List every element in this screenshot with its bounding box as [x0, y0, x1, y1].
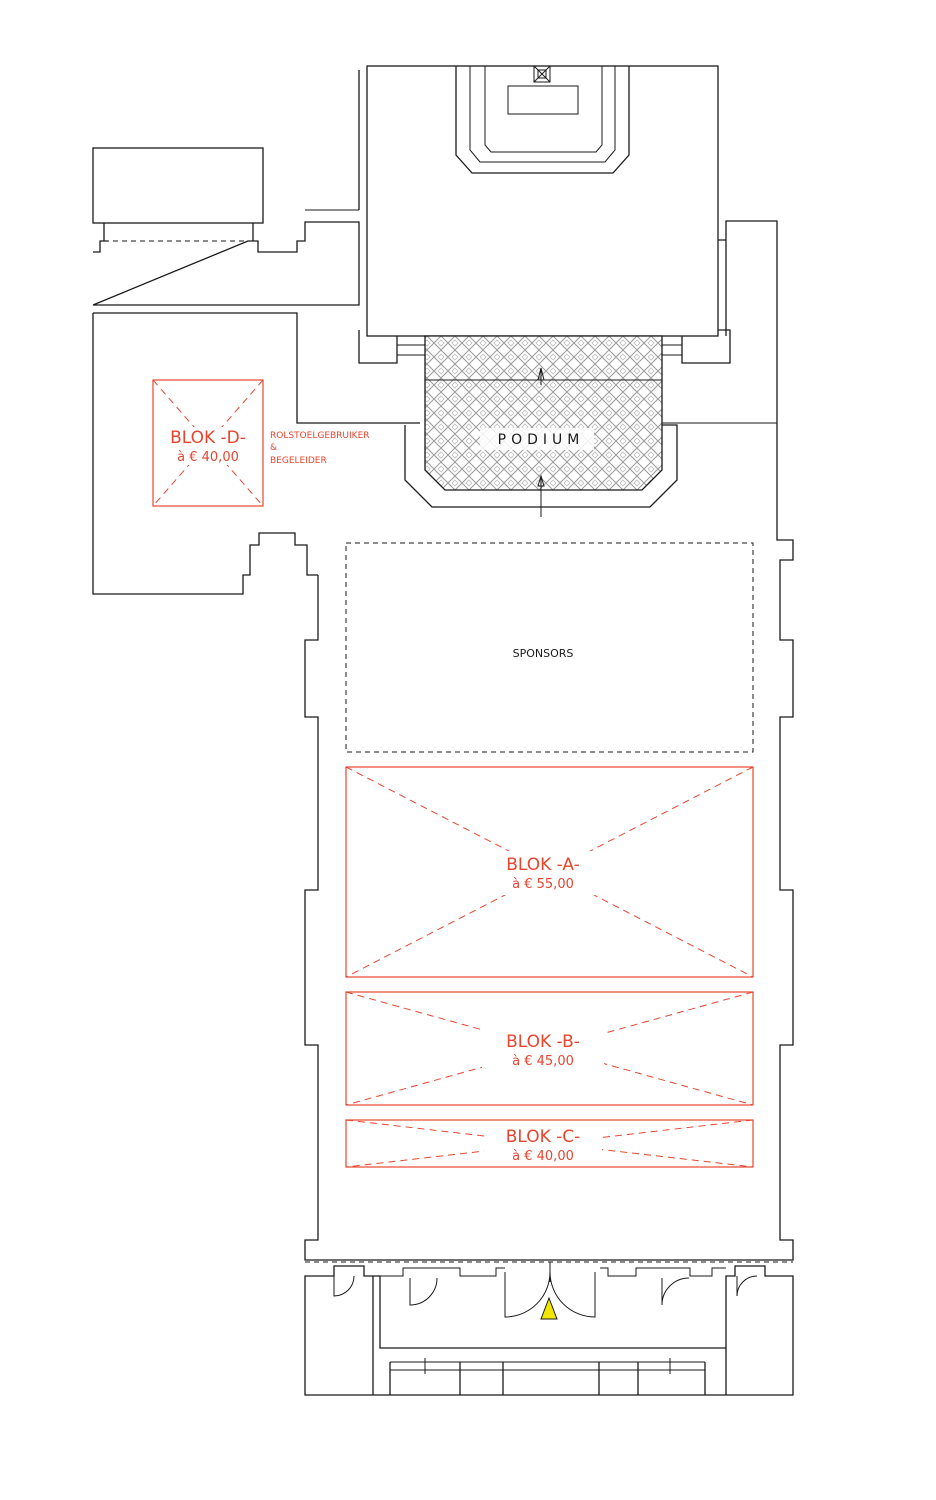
entrance-foyer — [304, 1261, 794, 1396]
block-c[interactable]: BLOK -C- à € 40,00 — [345, 1119, 754, 1168]
wheelchair-note-line1: ROLSTOELGEBRUIKER — [270, 431, 370, 441]
block-b[interactable]: BLOK -B- à € 45,00 — [345, 991, 754, 1106]
stage: PODIUM — [404, 335, 678, 517]
block-a-price: à € 55,00 — [512, 877, 574, 892]
organ-area — [358, 65, 719, 337]
block-c-name: BLOK -C- — [506, 1127, 581, 1147]
entrance-marker-icon — [540, 1296, 558, 1320]
wheelchair-note-line2: & — [270, 443, 277, 453]
wheelchair-note-line3: BEGELEIDER — [270, 456, 327, 466]
sponsors-label: SPONSORS — [513, 647, 574, 660]
sponsors-area: SPONSORS — [345, 542, 754, 753]
main-hall — [304, 220, 794, 1261]
stage-label: PODIUM — [498, 432, 585, 448]
block-b-price: à € 45,00 — [512, 1054, 574, 1069]
block-d-name: BLOK -D- — [170, 428, 246, 448]
block-c-price: à € 40,00 — [512, 1149, 574, 1164]
wheelchair-note: ROLSTOELGEBRUIKER & BEGELEIDER — [270, 431, 370, 466]
block-d[interactable]: BLOK -D- à € 40,00 — [152, 379, 264, 507]
side-room — [92, 147, 420, 595]
block-b-name: BLOK -B- — [506, 1032, 580, 1052]
block-a[interactable]: BLOK -A- à € 55,00 — [345, 766, 754, 978]
block-d-price: à € 40,00 — [177, 450, 239, 465]
block-a-name: BLOK -A- — [506, 855, 580, 875]
